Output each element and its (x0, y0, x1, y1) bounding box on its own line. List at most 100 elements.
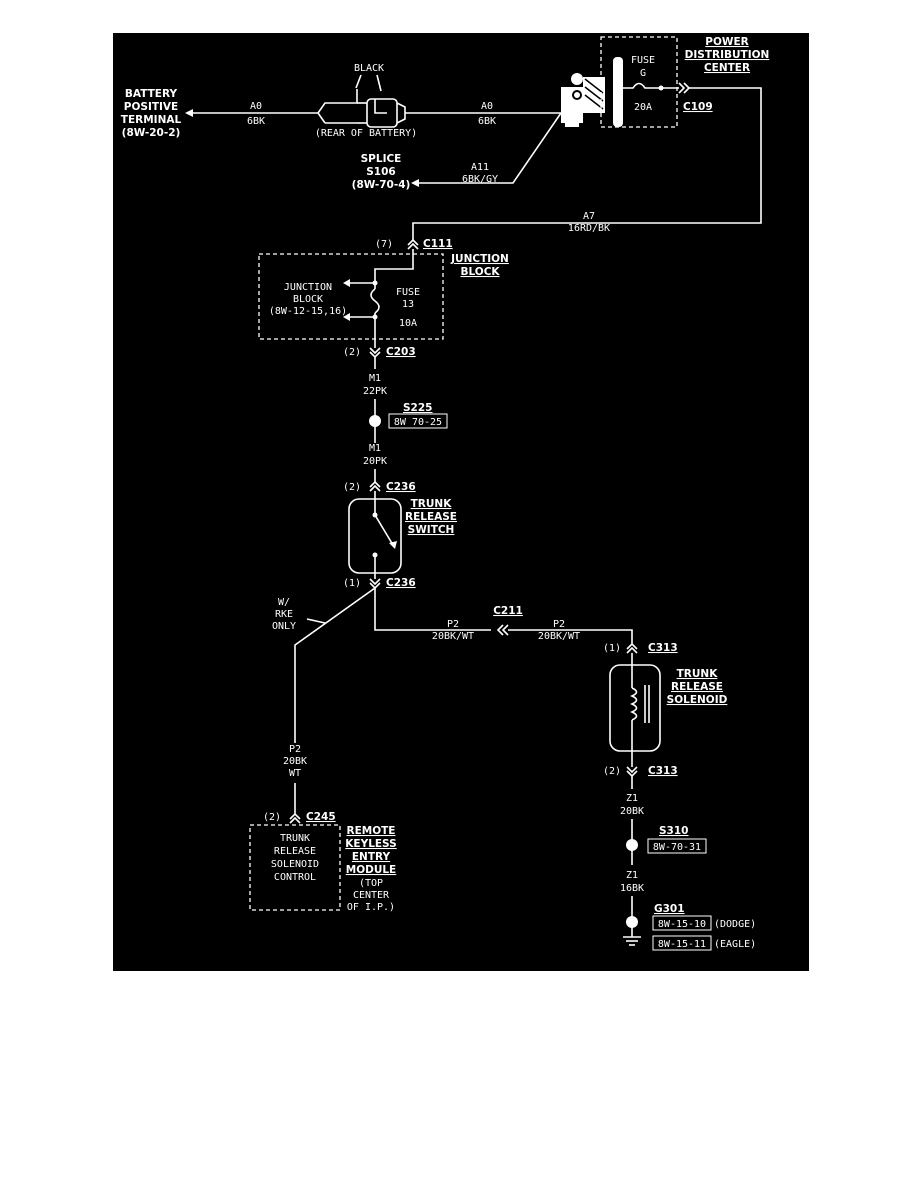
c313-top-connector-label: C313 (648, 642, 678, 654)
wire-a11-circuit: A11 (471, 162, 489, 173)
wire-m1-lower-color: 20PK (363, 456, 387, 467)
wiring-diagram-panel: BATTERY POSITIVE TERMINAL (8W-20-2) A0 6… (113, 33, 809, 971)
splice-s310-ref: 8W-70-31 (653, 842, 701, 853)
svg-text:W/: W/ (278, 597, 290, 608)
svg-text:TRUNK: TRUNK (280, 833, 310, 844)
c236-top-pin: (2) (343, 482, 361, 493)
pdc-boundary (600, 36, 678, 128)
battery-positive-terminal-label: BATTERY POSITIVE TERMINAL (8W-20-2) (121, 88, 182, 139)
c245-connector-icon (289, 812, 301, 824)
wire-p2-left-circuit: P2 (447, 619, 459, 630)
splice-s225-name: S225 (403, 402, 432, 414)
wire-p2-right (508, 629, 633, 645)
c245-pin: (2) (263, 812, 281, 823)
splice-s310-ref-box (647, 838, 707, 854)
c313-bottom-pin: (2) (603, 766, 621, 777)
ground-g301-name: G301 (654, 903, 685, 915)
c236-top-connector-label: C236 (386, 481, 416, 493)
junction-block-title: JUNCTION BLOCK (450, 253, 509, 278)
c109-connector-icon (678, 82, 691, 94)
c109-connector-label: C109 (683, 101, 713, 113)
svg-text:BLOCK: BLOCK (293, 294, 323, 305)
splice-s225-ref: 8W 70-25 (394, 417, 442, 428)
svg-text:RELEASE: RELEASE (671, 681, 723, 693)
c236-bottom-connector-icon (369, 578, 381, 590)
svg-text:(8W-70-4): (8W-70-4) (352, 179, 411, 191)
ground-symbol-icon (623, 936, 641, 946)
svg-text:CONTROL: CONTROL (274, 872, 316, 883)
wire-p2-rke-circuit: P2 (289, 744, 301, 755)
svg-text:SOLENOID: SOLENOID (271, 859, 319, 870)
wire-a11 (418, 112, 562, 184)
svg-text:RKE: RKE (275, 609, 293, 620)
wire-p2-left-color: 20BK/WT (432, 631, 474, 642)
solenoid-coil-icon (630, 687, 638, 721)
svg-text:TRUNK: TRUNK (677, 668, 719, 680)
wire-a11-color: 6BK/GY (462, 174, 498, 185)
rke-module-location: (TOP CENTER OF I.P.) (347, 878, 395, 913)
svg-text:SWITCH: SWITCH (408, 524, 455, 536)
svg-text:RELEASE: RELEASE (274, 846, 316, 857)
rke-module-boundary (249, 824, 341, 911)
c236-bottom-connector-label: C236 (386, 577, 416, 589)
trunk-release-solenoid-body (609, 664, 661, 752)
svg-text:(8W-12-15,16): (8W-12-15,16) (269, 306, 347, 317)
splice-arrow-icon (411, 179, 419, 187)
jb-feed-wire (374, 249, 414, 289)
c313-bottom-connector-icon (626, 766, 638, 778)
pdc-fuse-icon (623, 82, 659, 89)
rke-note-leader (306, 618, 326, 624)
c236-bottom-pin: (1) (343, 578, 361, 589)
c111-pin: (7) (375, 239, 393, 250)
jb-fuse-label: FUSE (396, 287, 420, 298)
c203-pin: (2) (343, 347, 361, 358)
battery-post-clamp-icon (317, 89, 406, 128)
c245-connector-label: C245 (306, 811, 336, 823)
trunk-release-switch-title: TRUNK RELEASE SWITCH (405, 498, 457, 536)
c313-top-pin: (1) (603, 643, 621, 654)
splice-s106-label: SPLICE S106 (8W-70-4) (352, 153, 411, 191)
svg-text:ONLY: ONLY (272, 621, 296, 632)
svg-text:BATTERY: BATTERY (125, 88, 178, 100)
jb-arrow-top-icon (343, 279, 350, 287)
ground-ref-eagle: 8W-15-11 (658, 939, 706, 950)
rke-module-inner-label: TRUNK RELEASE SOLENOID CONTROL (271, 833, 319, 883)
wire-z1-upper-color: 20BK (620, 806, 644, 817)
pdc-stud-icon (561, 73, 605, 127)
c211-connector-icon (496, 624, 509, 636)
svg-text:SOLENOID: SOLENOID (667, 694, 728, 706)
svg-text:TRUNK: TRUNK (411, 498, 453, 510)
svg-text:KEYLESS: KEYLESS (345, 838, 396, 850)
pdc-title: POWER DISTRIBUTION CENTER (685, 36, 770, 74)
switch-arrow-icon (389, 541, 397, 549)
black-post-label: BLACK (354, 63, 384, 74)
c313-bottom-connector-label: C313 (648, 765, 678, 777)
solenoid-core-icon (644, 685, 650, 723)
svg-text:BLOCK: BLOCK (460, 266, 500, 278)
wire-z1-upper-circuit: Z1 (626, 793, 638, 804)
jb-fuse-id: 13 (402, 299, 414, 310)
svg-text:TERMINAL: TERMINAL (121, 114, 182, 126)
svg-text:REMOTE: REMOTE (347, 825, 396, 837)
wiring-diagram: BATTERY POSITIVE TERMINAL (8W-20-2) A0 6… (121, 36, 770, 951)
wire-p2-left (374, 588, 491, 631)
ground-ref-eagle-note: (EAGLE) (714, 939, 756, 950)
black-leader-line (355, 74, 362, 89)
pdc-busbar (613, 57, 623, 127)
svg-text:POSITIVE: POSITIVE (124, 101, 178, 113)
pdc-fuse-label: FUSE (631, 55, 655, 66)
wire-m1-upper-color: 22PK (363, 386, 387, 397)
jb-arrow-bottom-icon (343, 313, 350, 321)
switch-blade-icon (374, 514, 394, 546)
rke-module-title: REMOTE KEYLESS ENTRY MODULE (345, 825, 396, 876)
c203-connector-label: C203 (386, 346, 416, 358)
wire-m1-lower-circuit: M1 (369, 443, 381, 454)
jb-inner-label: JUNCTION BLOCK (8W-12-15,16) (269, 282, 347, 317)
splice-s310-dot (626, 839, 638, 851)
wire-a7-circuit: A7 (583, 211, 595, 222)
junction-block-boundary (258, 253, 444, 340)
pdc-fuse-id: G (640, 68, 646, 79)
splice-s225-dot (369, 415, 381, 427)
svg-text:CENTER: CENTER (353, 890, 390, 901)
c211-connector-label: C211 (493, 605, 523, 617)
